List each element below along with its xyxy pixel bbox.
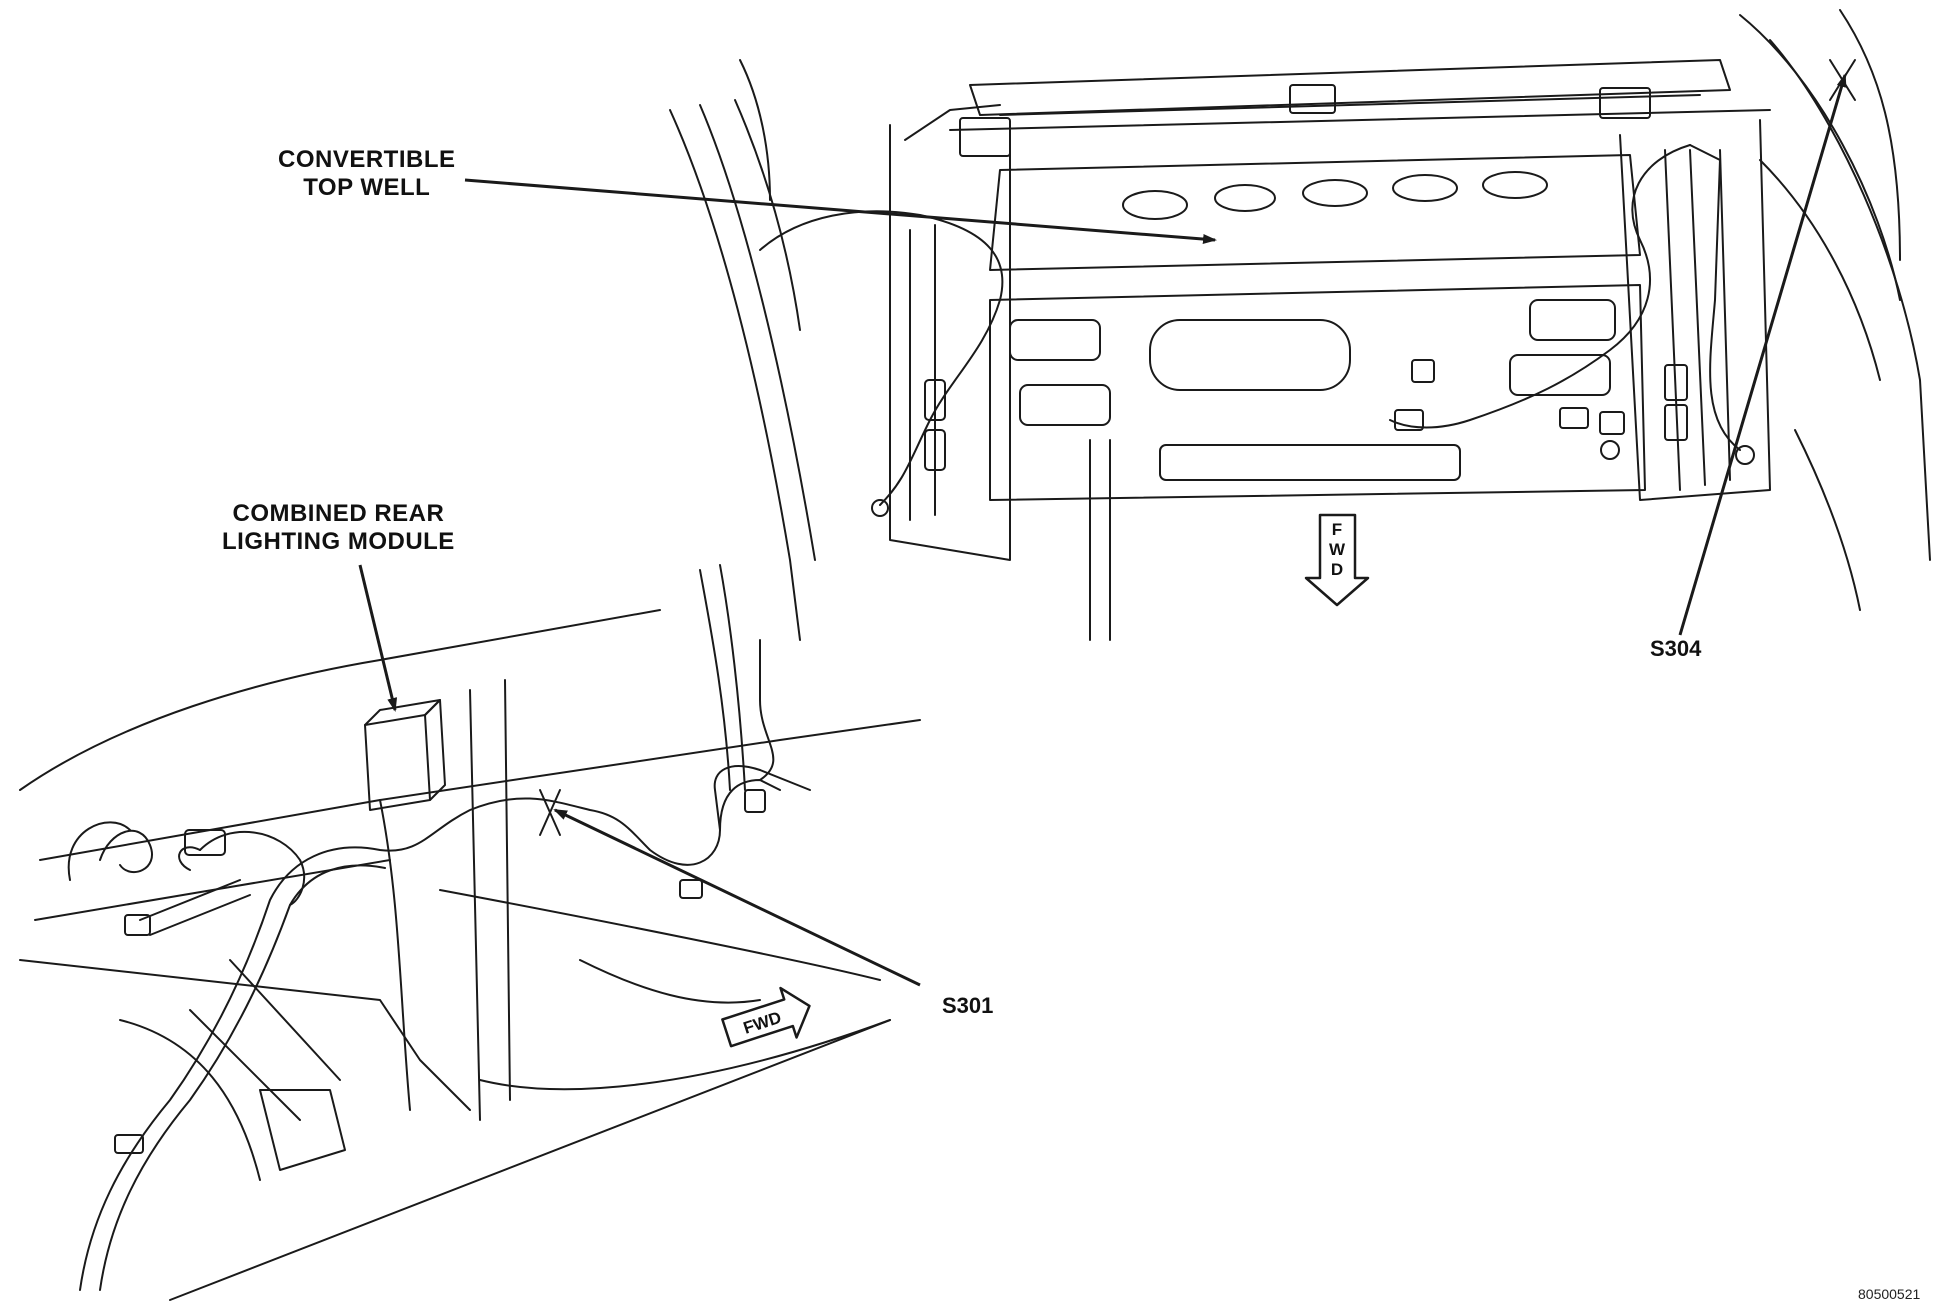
label-convertible-top-well-line2: TOP WELL bbox=[303, 173, 431, 201]
quarter-panel-body bbox=[19, 564, 921, 1301]
label-rear-lighting-module-line2: LIGHTING MODULE bbox=[222, 527, 455, 555]
label-rear-lighting-module-line1: COMBINED REAR bbox=[232, 500, 445, 527]
label-rear-lighting-module: COMBINED REAR LIGHTING MODULE bbox=[222, 500, 455, 555]
leader-convertible-top-well bbox=[464, 178, 1217, 245]
fwd-letter-3: D bbox=[1331, 560, 1343, 579]
label-convertible-top-well: CONVERTIBLE TOP WELL bbox=[278, 146, 456, 201]
leader-s304 bbox=[1678, 73, 1847, 636]
leader-rear-lighting-module bbox=[358, 564, 398, 712]
fwd-letter-1: F bbox=[1332, 520, 1342, 539]
fwd-arrow-right: FWD bbox=[721, 986, 811, 1048]
fwd-letter-2: W bbox=[1329, 540, 1346, 559]
leader-s301 bbox=[553, 808, 921, 987]
label-splice-s301: S301 bbox=[942, 993, 994, 1018]
figure-id: 80500521 bbox=[1858, 1286, 1921, 1302]
top-well-body bbox=[669, 9, 1931, 641]
label-convertible-top-well-line1: CONVERTIBLE bbox=[278, 146, 456, 173]
label-splice-s304: S304 bbox=[1650, 636, 1702, 661]
fwd-arrow-down: F W D bbox=[1304, 513, 1370, 607]
splice-mark-s301 bbox=[539, 789, 561, 836]
